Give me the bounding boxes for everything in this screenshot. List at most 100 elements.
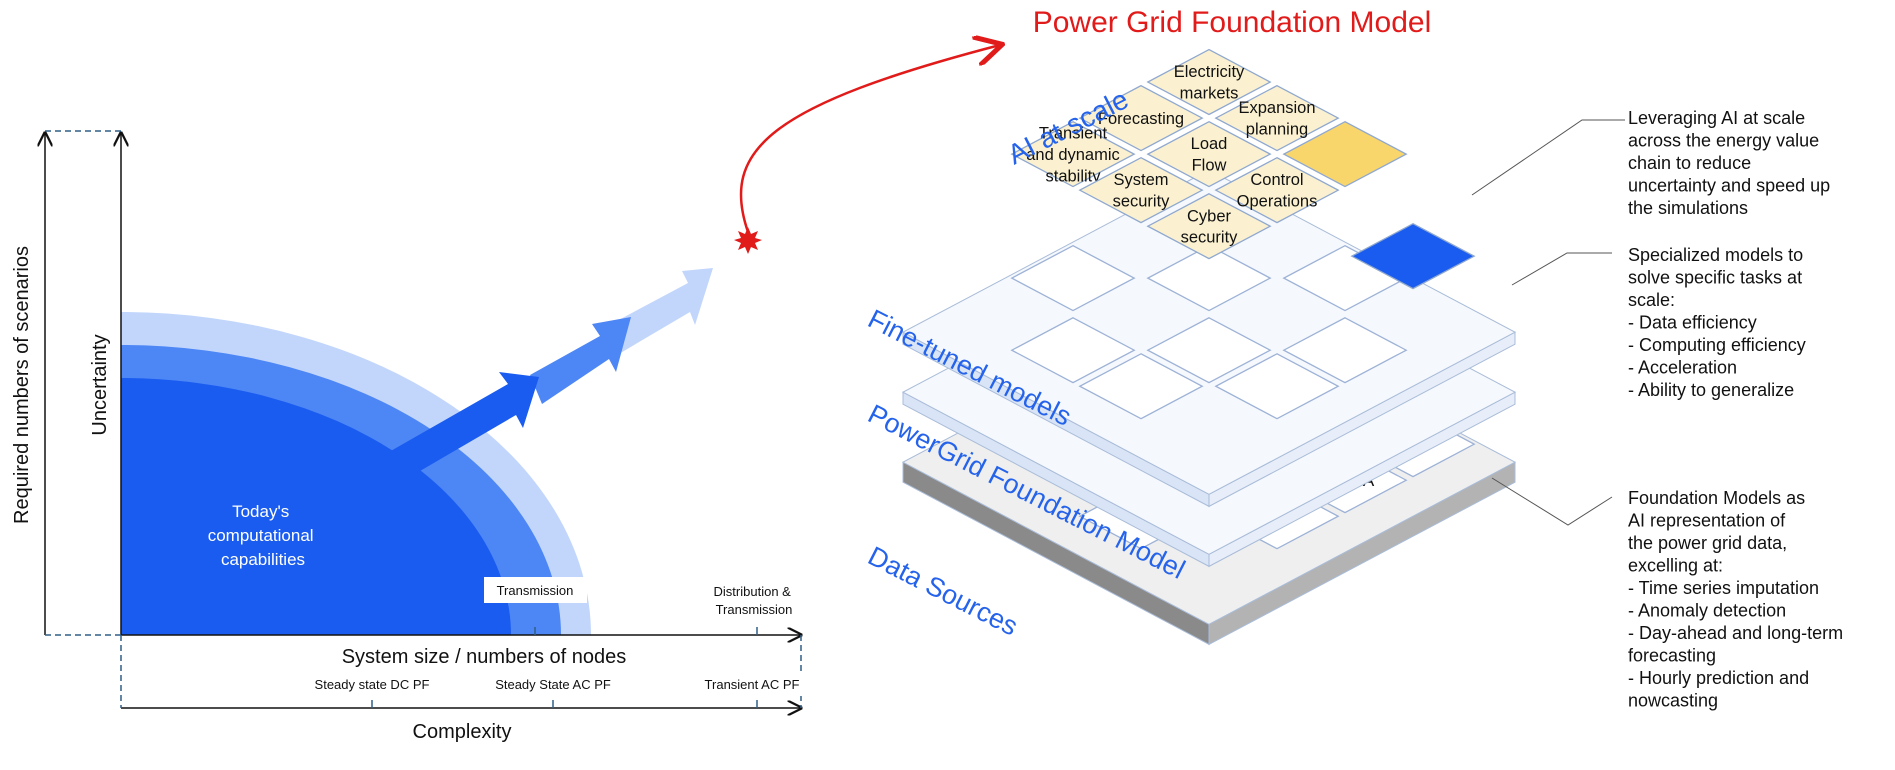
callout-spec-line: solve specific tasks at <box>1628 268 1802 288</box>
main-title: Power Grid Foundation Model <box>1033 6 1432 39</box>
callout-found-line: AI representation of <box>1628 511 1786 531</box>
callout-found-line: - Anomaly detection <box>1628 601 1786 621</box>
callout-spec-line: - Ability to generalize <box>1628 380 1794 400</box>
ai-tile-transient-and-dynamic-stability-label-line: stability <box>1045 167 1101 185</box>
x-label-system-size: System size / numbers of nodes <box>342 646 627 668</box>
fine-tuned-tile-highlight-blue <box>1350 222 1476 290</box>
ai-tile-transient-and-dynamic-stability-shape <box>1010 120 1136 188</box>
fine-tuned-tile-2-shape <box>1146 244 1272 312</box>
transmission-label-box <box>484 577 587 603</box>
distribution-line-1: Distribution & <box>714 584 792 599</box>
transient-pf-box <box>700 672 810 696</box>
fine-tuned-tile-5-shape <box>1146 317 1272 384</box>
red-connector-arrow <box>739 45 1000 233</box>
callout-ai-line: across the energy value <box>1628 131 1819 151</box>
fine-tuned-tile-7 <box>1214 353 1340 420</box>
capabilities-line-1: Today's <box>232 502 289 521</box>
ai-tile-load-flow-label-line: Load <box>1191 135 1228 153</box>
burst-icon <box>734 227 762 254</box>
capabilities-line-2: computational <box>208 526 314 545</box>
ai-tile-electricity-markets-shape <box>1146 48 1272 116</box>
fine-tuned-tile-3 <box>1010 244 1136 312</box>
ac-pf-box <box>485 672 622 696</box>
fine-tuned-tile-8-shape <box>1078 353 1204 420</box>
ai-tile-highlight-yellow <box>1282 120 1408 188</box>
callout-line-specialized <box>1511 252 1612 286</box>
growth-arrow-light <box>600 268 713 358</box>
ai-tile-expansion-planning-label-line: Expansion <box>1238 99 1315 117</box>
y-outer-label: Required numbers of scenarios <box>11 246 33 524</box>
callout-spec-line: - Acceleration <box>1628 358 1737 378</box>
callout-ai-line: chain to reduce <box>1628 153 1751 173</box>
callout-specialized: Specialized models to solve specific task… <box>1628 245 1806 400</box>
callout-found-line: excelling at: <box>1628 556 1723 576</box>
fine-tuned-tile-3-shape <box>1010 244 1136 312</box>
ai-tile-expansion-planning-label-line: planning <box>1246 121 1308 139</box>
band-dark <box>121 378 511 635</box>
ai-tile-forecasting-label: Forecasting <box>1098 110 1184 128</box>
fine-tuned-tile-6-shape <box>1010 317 1136 384</box>
transmission-label: Transmission <box>497 583 574 598</box>
fine-tuned-tile-5 <box>1146 317 1272 384</box>
callout-spec-line: Specialized models to <box>1628 245 1803 265</box>
callout-line-ai-scale <box>1471 119 1625 196</box>
layer-label-data-sources: Data Sources <box>863 541 1022 642</box>
layer-stack: PMUSCADAIoTAMIElectricitymarketsForecast… <box>901 48 1517 646</box>
tick-label-ac-pf: Steady State AC PF <box>495 677 611 692</box>
callout-spec-line: - Data efficiency <box>1628 313 1757 333</box>
ai-tile-load-flow-label-line: Flow <box>1192 157 1227 175</box>
callout-found-line: the power grid data, <box>1628 533 1787 553</box>
growth-arrow-mid <box>530 317 631 404</box>
callout-found-line: forecasting <box>1628 646 1716 666</box>
ai-tile-expansion-planning-shape <box>1214 84 1340 152</box>
ai-tile-electricity-markets-label-line: Electricity <box>1174 63 1245 81</box>
growth-arrow-dark <box>382 372 539 478</box>
callout-found-line: - Hourly prediction and <box>1628 668 1809 688</box>
fine-tuned-tile-2 <box>1146 244 1272 312</box>
callout-found-line: Foundation Models as <box>1628 488 1805 508</box>
tick-label-transient-pf: Transient AC PF <box>705 677 800 692</box>
callout-spec-line: - Computing efficiency <box>1628 335 1806 355</box>
callout-foundation: Foundation Models as AI representation of… <box>1628 488 1843 711</box>
fine-tuned-tile-4 <box>1282 317 1408 384</box>
callout-found-line: - Time series imputation <box>1628 578 1819 598</box>
distribution-line-2: Transmission <box>716 602 793 617</box>
fine-tuned-tile-4-shape <box>1282 317 1408 384</box>
ai-tile-control-operations-label-line: Control <box>1250 171 1303 189</box>
callout-ai-line: uncertainty and speed up <box>1628 176 1830 196</box>
ai-tile-cyber-security-label-line: Cyber <box>1187 207 1232 225</box>
fine-tuned-tile-highlight-blue-shape <box>1350 222 1476 290</box>
ai-tile-expansion-planning-label: Expansion planning <box>1238 99 1315 138</box>
uncertainty-panel: Required numbers of scenarios Uncertaint… <box>11 130 810 743</box>
ai-tile-electricity-markets-label-line: markets <box>1180 85 1239 103</box>
y-inner-label: Uncertainty <box>89 334 111 435</box>
ai-tile-control-operations-label-line: Operations <box>1237 193 1318 211</box>
callout-found-line: nowcasting <box>1628 691 1718 711</box>
ai-tile-electricity-markets-label: Electricity markets <box>1174 63 1245 102</box>
capabilities-line-3: capabilities <box>221 550 305 569</box>
ai-tile-forecasting-shape <box>1078 84 1204 152</box>
callout-found-line: - Day-ahead and long-term <box>1628 623 1843 643</box>
ai-tile-expansion-planning: Expansion planning <box>1214 84 1340 152</box>
ai-tile-system-security-label-line: System <box>1113 171 1168 189</box>
distribution-label: Distribution & Transmission <box>714 584 795 617</box>
ai-tile-cyber-security-shape <box>1146 193 1272 260</box>
ai-tile-highlight-yellow-shape <box>1282 120 1408 188</box>
callout-ai-line: the simulations <box>1628 198 1748 218</box>
dc-pf-box <box>303 672 443 696</box>
ai-tile-transient-and-dynamic-stability-label-line: and dynamic <box>1026 146 1120 164</box>
ai-tile-system-security-shape <box>1078 156 1204 224</box>
ai-tile-forecasting-label-line: Forecasting <box>1098 110 1184 128</box>
